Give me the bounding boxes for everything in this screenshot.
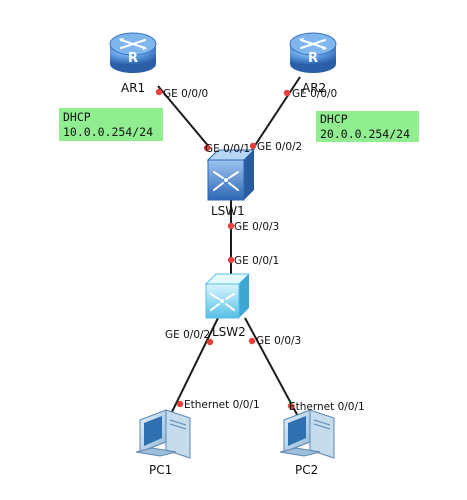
link-ar1-lsw1[interactable] (157, 85, 211, 149)
device-label-ar2: AR2 (302, 81, 326, 95)
note-dhcp2-title: DHCP (320, 112, 348, 126)
port-label-pc1-eth: Ethernet 0/0/1 (184, 399, 260, 411)
switch-lsw1[interactable]: LSW1 (206, 149, 256, 218)
device-label-lsw2: LSW2 (212, 325, 246, 339)
port-dot-lsw2-ge002[interactable] (206, 338, 214, 346)
link-ar2-lsw1[interactable] (251, 76, 301, 151)
note-dhcp1-subnet: 10.0.0.254/24 (63, 125, 153, 139)
links (157, 76, 301, 421)
dhcp-note-ar2: DHCP 20.0.0.254/24 (316, 111, 419, 142)
port-markers (155, 88, 295, 410)
svg-text:R: R (128, 51, 138, 66)
port-dot-pc2-eth[interactable] (287, 402, 295, 410)
device-label-pc1: PC1 (149, 463, 172, 477)
dhcp-note-ar1: DHCP 10.0.0.254/24 (59, 108, 163, 141)
switch-icon (204, 273, 251, 319)
port-label-lsw2-ge002: GE 0/0/2 (165, 329, 210, 341)
port-labels: GE 0/0/0 GE 0/0/0 GE 0/0/1 GE 0/0/2 GE 0… (163, 88, 365, 413)
note-dhcp1-title: DHCP (63, 110, 91, 124)
port-label-lsw1-ge002: GE 0/0/2 (257, 141, 302, 153)
port-label-pc2-eth: Ethernet 0/0/1 (289, 401, 365, 413)
port-label-ar2-ge000: GE 0/0/0 (292, 88, 337, 100)
port-dot-lsw2-ge001[interactable] (227, 256, 235, 264)
pc-icon (135, 409, 191, 459)
pc-icon (279, 409, 335, 459)
device-label-lsw1: LSW1 (211, 204, 245, 218)
port-dot-lsw1-ge001[interactable] (203, 144, 211, 152)
device-label-ar1: AR1 (121, 81, 145, 95)
port-dot-lsw1-ge002[interactable] (249, 142, 257, 150)
switch-icon (206, 149, 256, 201)
note-dhcp2-subnet: 20.0.0.254/24 (320, 127, 410, 141)
port-label-lsw1-ge001: GE 0/0/1 (205, 143, 250, 155)
svg-text:R: R (308, 51, 318, 66)
pc-pc2[interactable]: PC2 (279, 409, 335, 477)
pc-pc1[interactable]: PC1 (135, 409, 191, 477)
port-label-lsw1-ge003: GE 0/0/3 (234, 221, 279, 233)
router-ar1[interactable]: R AR1 (109, 32, 157, 95)
port-dot-lsw2-ge003[interactable] (248, 337, 256, 345)
port-label-lsw2-ge003: GE 0/0/3 (256, 335, 301, 347)
port-dot-pc1-eth[interactable] (176, 400, 184, 408)
port-dot-ar2-ge000[interactable] (283, 89, 291, 97)
router-ar2[interactable]: R AR2 (289, 32, 337, 95)
port-label-ar1-ge000: GE 0/0/0 (163, 88, 208, 100)
router-icon: R (109, 32, 157, 73)
link-lsw2-pc1[interactable] (167, 317, 219, 421)
switch-lsw2[interactable]: LSW2 (204, 273, 251, 339)
port-dot-lsw1-ge003[interactable] (227, 222, 235, 230)
port-label-lsw2-ge001: GE 0/0/1 (234, 255, 279, 267)
router-icon: R (289, 32, 337, 73)
device-label-pc2: PC2 (295, 463, 318, 477)
port-dot-ar1-ge000[interactable] (155, 88, 163, 96)
